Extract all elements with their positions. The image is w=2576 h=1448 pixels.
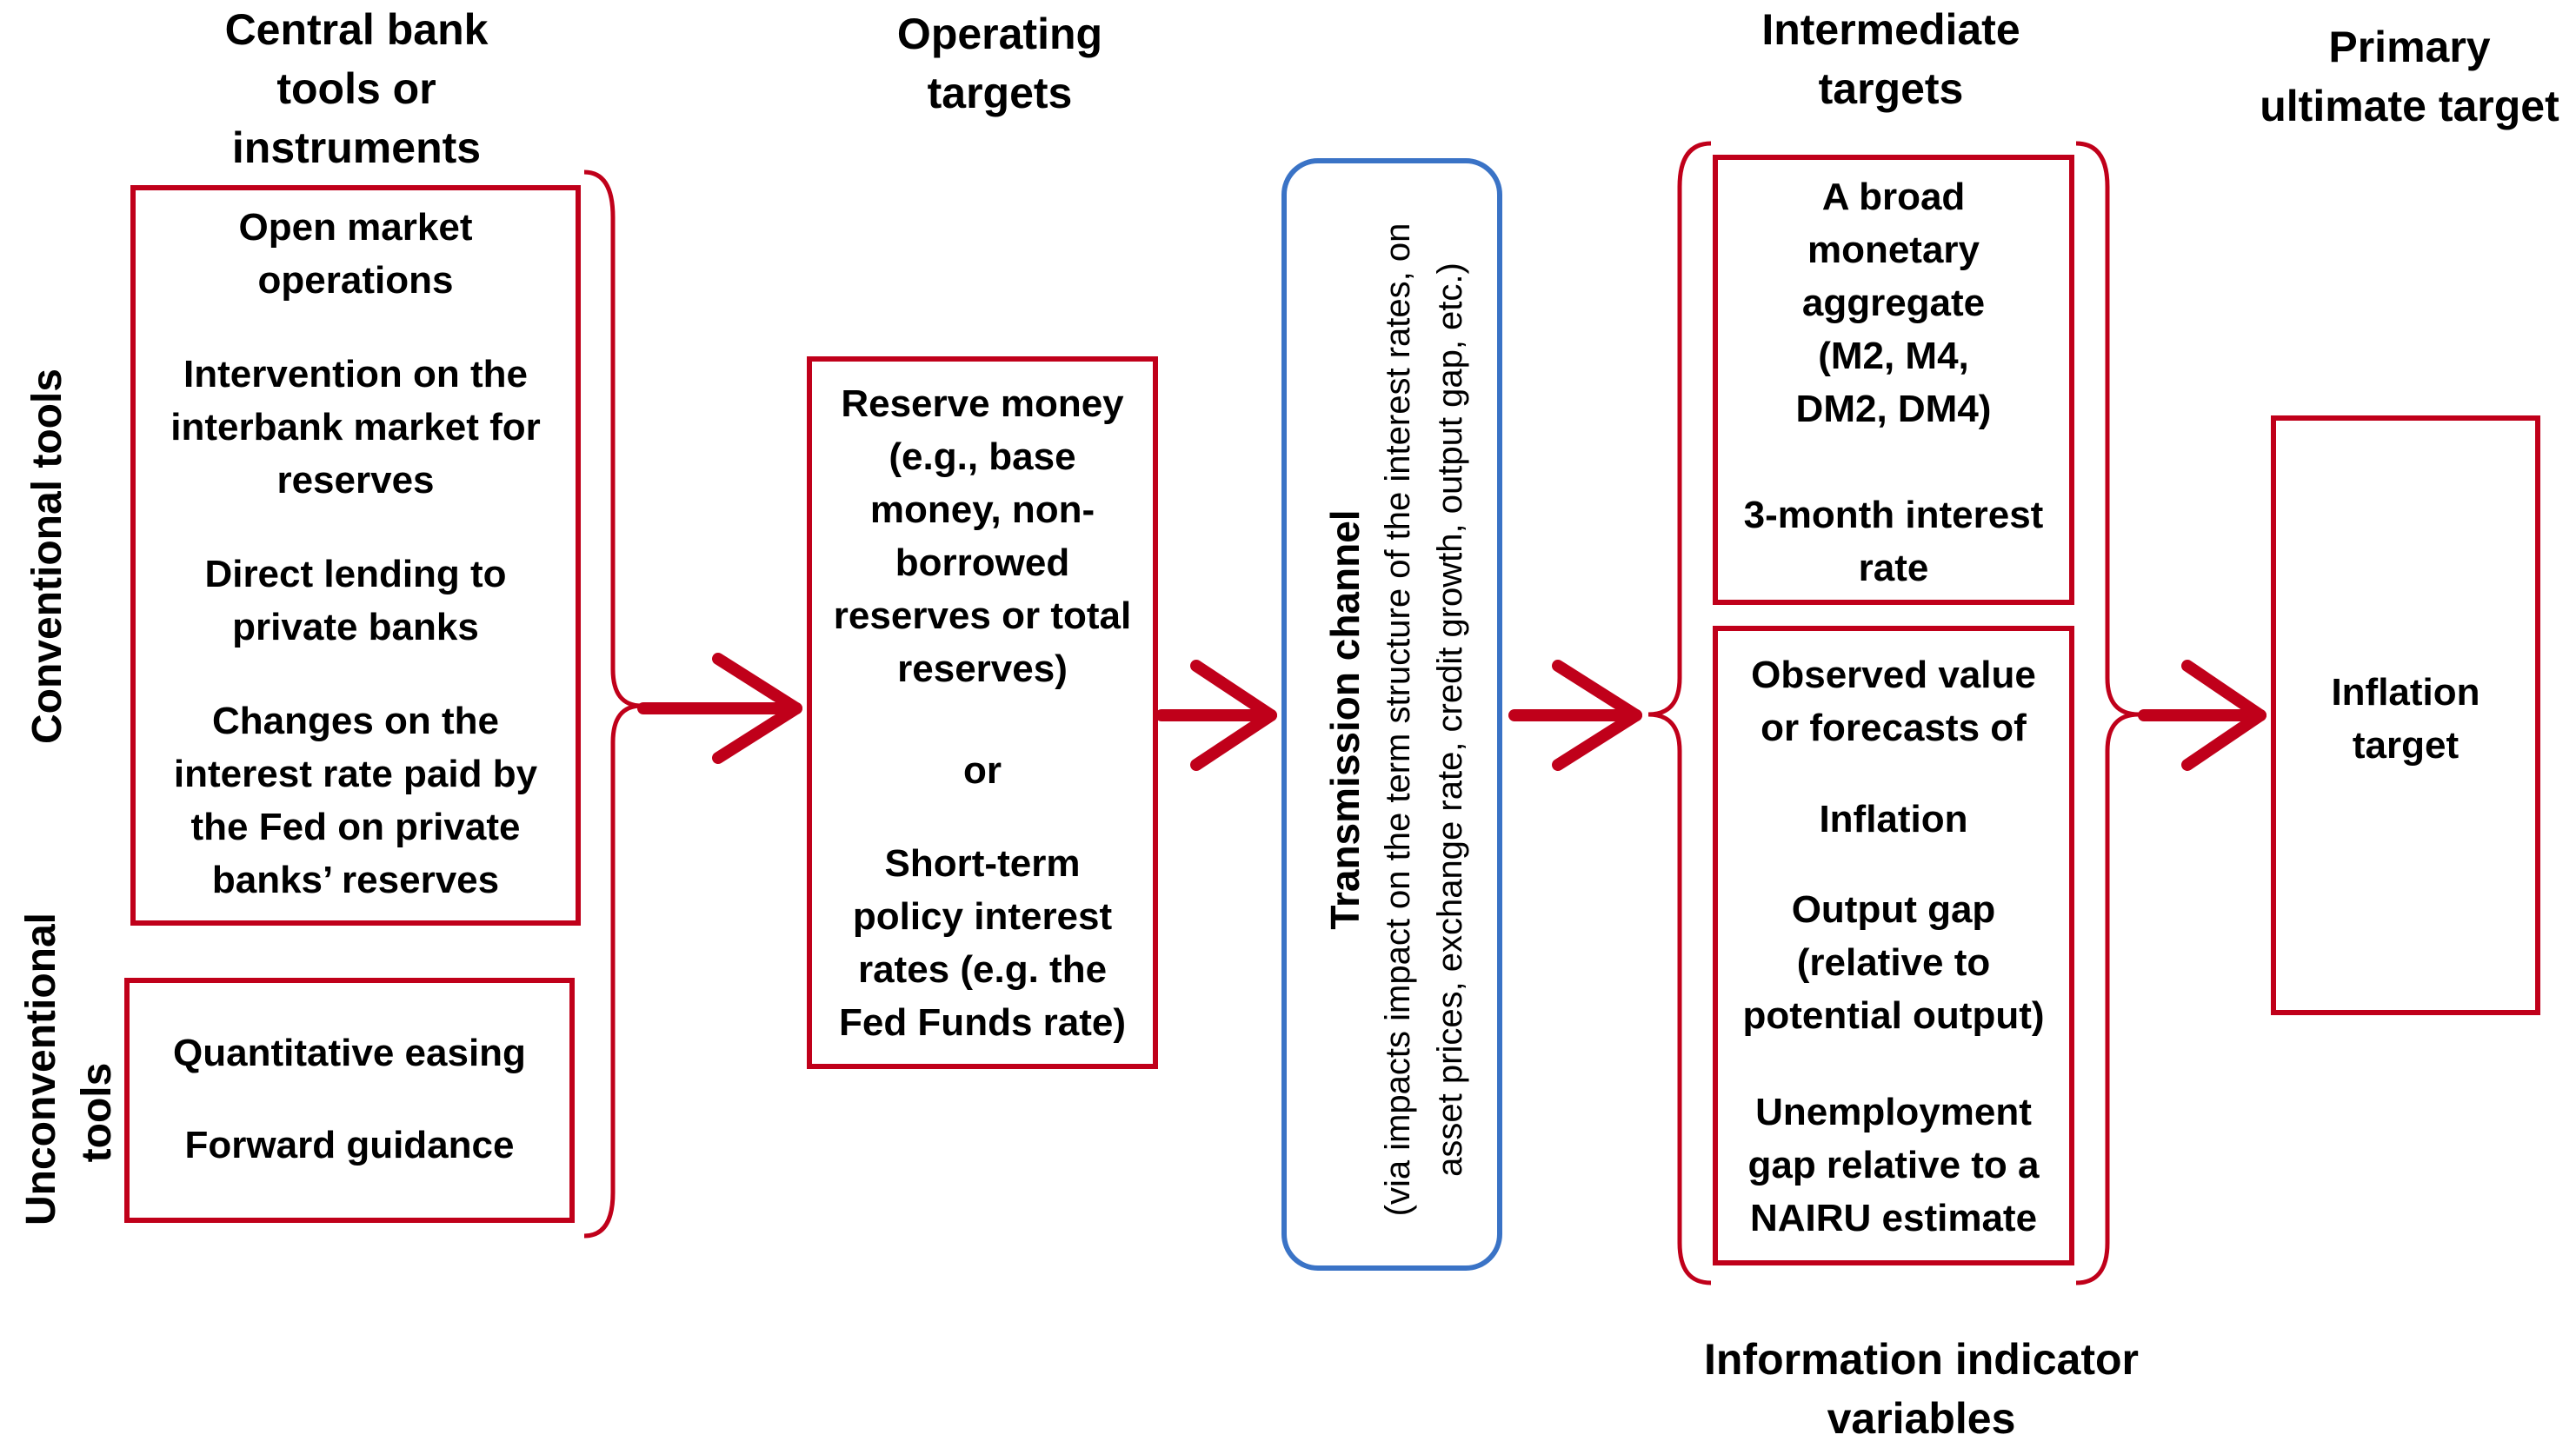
tool-direct-lending: Direct lending to private banks xyxy=(204,553,507,648)
info-observed-or-forecasts: Observed value or forecasts of xyxy=(1751,654,2036,749)
intermediate-right-brace xyxy=(2075,141,2140,1285)
information-indicators-box: Observed value or forecasts of Inflation… xyxy=(1713,626,2074,1265)
arrow-tools-to-operating xyxy=(637,653,802,764)
intermediate-left-brace xyxy=(1647,141,1712,1285)
info-inflation: Inflation xyxy=(1819,798,1968,840)
header-operating: Operating targets xyxy=(896,10,1103,117)
tool-interbank-intervention: Intervention on the interbank market for… xyxy=(170,353,541,501)
header-info: Information indicator variables xyxy=(1704,1335,2139,1443)
tool-quantitative-easing: Quantitative easing xyxy=(173,1032,526,1074)
intermediate-targets-box: A broad monetary aggregate (M2, M4, DM2,… xyxy=(1713,155,2074,605)
operating-targets-box: Reserve money (e.g., base money, non-bor… xyxy=(807,356,1158,1069)
inflation-target-box: Inflation target xyxy=(2271,415,2540,1015)
info-unemployment-gap: Unemployment gap relative to a NAIRU est… xyxy=(1747,1091,2040,1239)
header-tools: Central bank tools or instruments xyxy=(224,5,489,172)
operating-or: or xyxy=(963,749,1002,792)
transmission-channel-box: Transmission channel (via impacts impact… xyxy=(1281,158,1502,1271)
unconventional-tools-box: Quantitative easing Forward guidance xyxy=(124,978,575,1223)
arrow-transmission-to-intermediate xyxy=(1508,660,1642,771)
arrow-operating-to-transmission xyxy=(1155,660,1277,771)
intermediate-3-month-rate: 3-month interest rate xyxy=(1743,494,2044,589)
tool-forward-guidance: Forward guidance xyxy=(184,1124,515,1166)
operating-short-term-rates: Short-term policy interest rates (e.g. t… xyxy=(838,842,1127,1044)
tool-open-market-operations: Open market operations xyxy=(238,206,473,302)
header-primary: Primary ultimate target xyxy=(2260,23,2559,130)
tool-interest-on-reserves: Changes on the interest rate paid by the… xyxy=(173,700,538,901)
info-output-gap: Output gap (relative to potential output… xyxy=(1742,888,2045,1037)
operating-reserve-money: Reserve money (e.g., base money, non-bor… xyxy=(833,382,1132,690)
inflation-target-label: Inflation target xyxy=(2331,671,2480,767)
header-intermediate: Intermediate targets xyxy=(1761,5,2020,113)
conventional-tools-box: Open market operations Intervention on t… xyxy=(130,185,581,926)
tools-brace xyxy=(583,169,642,1239)
intermediate-monetary-aggregate: A broad monetary aggregate (M2, M4, DM2,… xyxy=(1795,176,1992,430)
arrow-intermediate-to-ultimate xyxy=(2138,660,2266,771)
